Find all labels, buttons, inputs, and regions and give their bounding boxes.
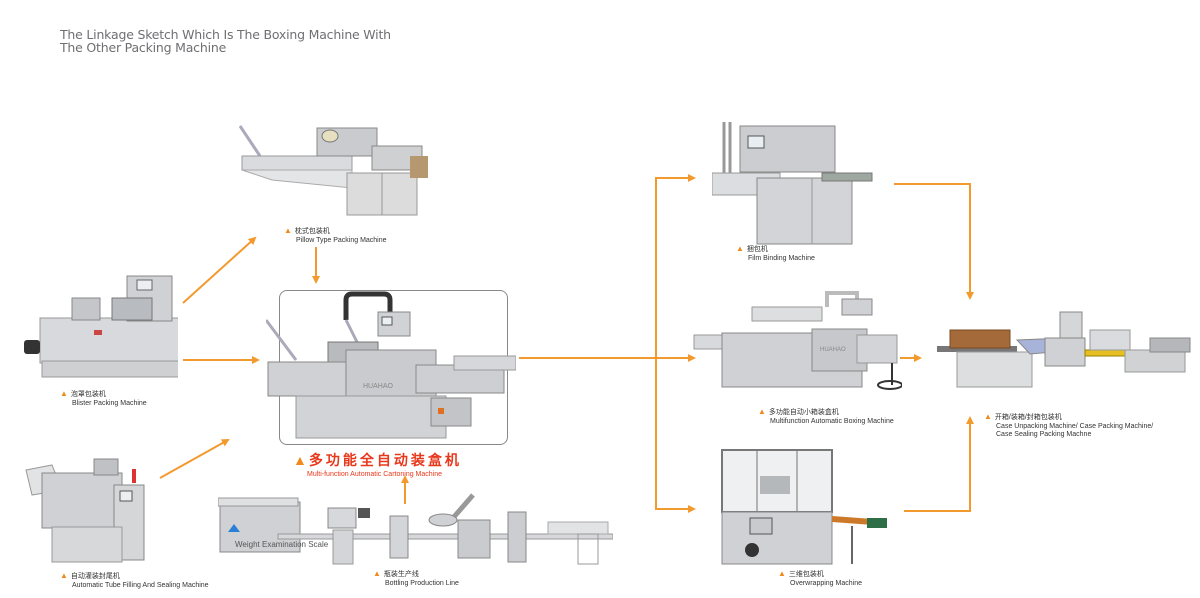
weight-scale-label: Weight Examination Scale [235,540,329,549]
arrow-tube-to-cartoning [159,439,230,479]
bottling-label: ▲瓶装生产线 Bottling Production Line [373,569,459,587]
film-label: ▲捆包机 Film Binding Machine [736,244,815,262]
bottling-line[interactable] [218,490,613,570]
pillow-label: ▲枕式包装机 Pillow Type Packing Machine [284,226,387,244]
boxing-machine[interactable]: HUAHAO [692,285,902,405]
svg-text:HUAHAO: HUAHAO [820,347,846,353]
cartoning-machine-icon: HUAHAO [266,291,516,439]
diagram-title: The Linkage Sketch Which Is The Boxing M… [60,28,391,54]
case-packing-machine-icon [937,311,1191,388]
tube-filling-machine[interactable] [22,455,147,565]
blister-packing-machine-icon [24,275,178,378]
triangle-marker-icon: ▲ [736,244,744,253]
pillow-packing-machine[interactable] [232,118,432,223]
boxing-label: ▲多功能自动小箱装盒机 Multifunction Automatic Boxi… [758,407,894,425]
triangle-marker-icon: ▲ [60,571,68,580]
arrow-blister-to-pillow [182,236,257,304]
blister-packing-machine[interactable] [22,268,178,380]
bottling-line-icon [218,493,613,565]
triangle-marker-icon: ▲ [293,452,307,468]
triangle-marker-icon: ▲ [60,389,68,398]
arrow-cartoning-to-overwrap [655,358,696,513]
blister-label: ▲泡罩包装机 Blister Packing Machine [60,389,147,407]
triangle-marker-icon: ▲ [373,569,381,578]
boxing-machine-icon: HUAHAO [693,291,902,390]
overwrapping-machine-icon [721,449,887,565]
arrow-overwrap-to-case [904,416,974,512]
film-binding-machine[interactable] [712,118,882,246]
triangle-marker-icon: ▲ [984,412,992,421]
film-binding-machine-icon [712,122,873,245]
cartoning-machine[interactable]: HUAHAO [266,290,516,445]
triangle-marker-icon: ▲ [758,407,766,416]
svg-text:HUAHAO: HUAHAO [363,383,394,390]
title-line-1: The Linkage Sketch Which Is The Boxing M… [60,27,391,42]
tube-filling-machine-icon [25,458,145,563]
arrow-cartoning-to-film [655,174,696,358]
case-packing-machine[interactable] [935,310,1197,390]
title-line-2: The Other Packing Machine [60,40,227,55]
arrow-film-to-case [894,183,974,300]
tube-label: ▲自动灌装封尾机 Automatic Tube Filling And Seal… [60,571,209,589]
cartoning-label: ▲多功能全自动装盒机 Multi-function Automatic Cart… [293,452,462,478]
pillow-packing-machine-icon [238,125,428,216]
overwrapping-machine[interactable] [712,446,892,571]
triangle-marker-icon: ▲ [778,569,786,578]
overwrap-label: ▲三维包装机 Overwrapping Machine [778,569,862,587]
triangle-marker-icon: ▲ [284,226,292,235]
case-label: ▲开箱/装箱/封箱包装机 Case Unpacking Machine/ Cas… [984,412,1154,438]
